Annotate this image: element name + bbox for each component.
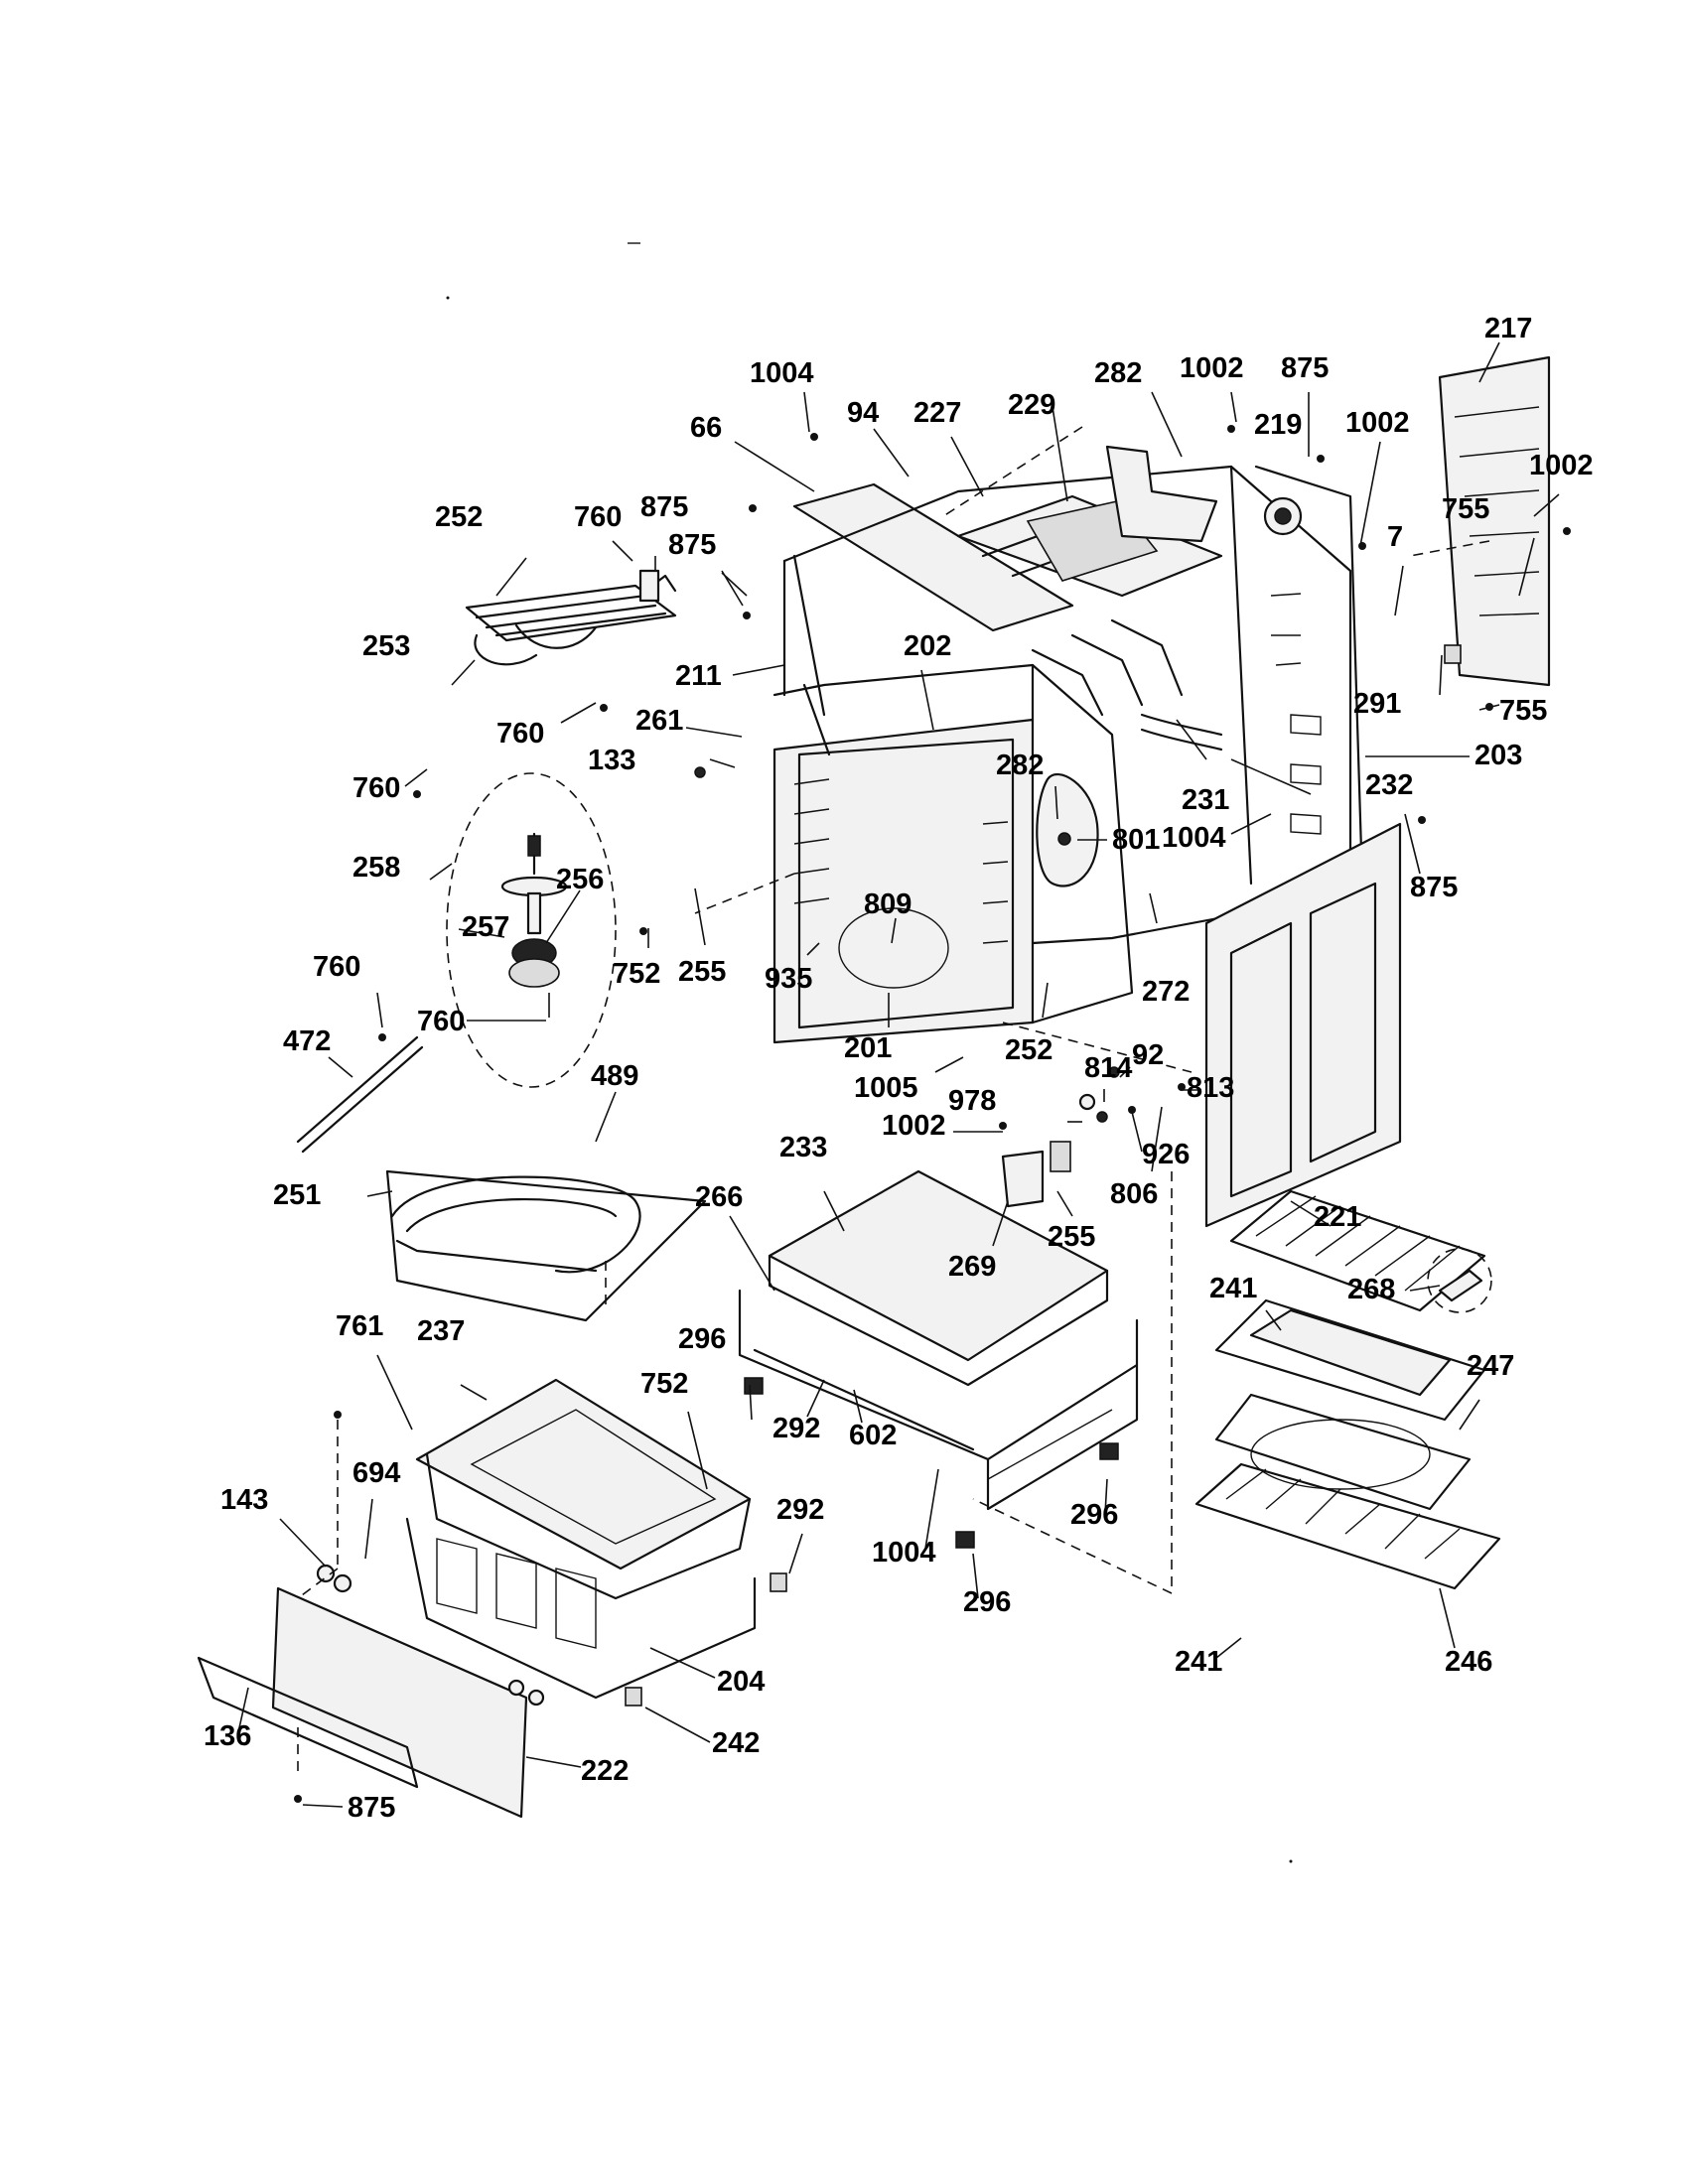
callout-217: 217: [1484, 313, 1532, 344]
callout-255: 255: [1048, 1221, 1095, 1253]
callout-219: 219: [1254, 409, 1302, 441]
callout-489: 489: [591, 1060, 638, 1092]
callout-760: 760: [352, 772, 400, 804]
callout-256: 256: [556, 864, 604, 895]
convection-fan-258: [500, 832, 568, 1018]
callout-1004: 1004: [1162, 822, 1226, 854]
callout-875: 875: [348, 1792, 395, 1824]
leader-lines: [237, 341, 1560, 1808]
callout-755: 755: [1442, 493, 1489, 525]
callout-752: 752: [613, 958, 660, 990]
callout-246: 246: [1445, 1646, 1492, 1678]
callout-926: 926: [1142, 1139, 1190, 1170]
callout-202: 202: [904, 630, 951, 662]
callout-760: 760: [496, 718, 544, 750]
callout-814: 814: [1084, 1052, 1132, 1084]
callout-266: 266: [695, 1181, 743, 1213]
oven-racks: [1194, 1189, 1501, 1590]
callout-269: 269: [948, 1251, 996, 1283]
callout-222: 222: [581, 1755, 629, 1787]
callout-247: 247: [1467, 1350, 1514, 1382]
callout-694: 694: [352, 1457, 400, 1489]
callout-1004: 1004: [872, 1537, 936, 1569]
callout-1002: 1002: [1180, 352, 1244, 384]
callout-602: 602: [849, 1420, 897, 1451]
callout-268: 268: [1347, 1274, 1395, 1305]
callout-255: 255: [678, 956, 726, 988]
fan-assembly-outline: [446, 772, 617, 1088]
callout-241: 241: [1175, 1646, 1222, 1678]
callout-272: 272: [1142, 976, 1190, 1008]
callout-242: 242: [712, 1727, 760, 1759]
callout-935: 935: [765, 963, 812, 995]
callout-875: 875: [1281, 352, 1329, 384]
callout-136: 136: [204, 1720, 251, 1752]
callout-7: 7: [1387, 521, 1403, 553]
callout-813: 813: [1187, 1072, 1234, 1104]
callout-292: 292: [772, 1413, 820, 1444]
callout-253: 253: [362, 630, 410, 662]
callout-296: 296: [1070, 1499, 1118, 1531]
callout-227: 227: [913, 397, 961, 429]
assembly-lines: [297, 426, 1490, 1777]
callout-221: 221: [1314, 1201, 1361, 1233]
fasteners: [294, 425, 1571, 1803]
callout-875: 875: [668, 529, 716, 561]
callout-211: 211: [675, 660, 722, 692]
callout-258: 258: [352, 852, 400, 884]
callout-875: 875: [640, 491, 688, 523]
callout-252: 252: [1005, 1034, 1052, 1066]
callout-806: 806: [1110, 1178, 1158, 1210]
callout-755: 755: [1499, 695, 1547, 727]
callout-292: 292: [776, 1494, 824, 1526]
callout-801: 801: [1112, 824, 1160, 856]
storage-drawer: [197, 1378, 787, 1819]
callout-241: 241: [1209, 1273, 1257, 1304]
broil-element-252: [465, 556, 677, 666]
callout-760: 760: [417, 1006, 465, 1037]
callout-761: 761: [336, 1310, 383, 1342]
callout-66: 66: [690, 412, 722, 444]
callout-232: 232: [1365, 769, 1413, 801]
callout-875: 875: [1410, 872, 1458, 903]
callout-296: 296: [963, 1586, 1011, 1618]
callout-92: 92: [1132, 1039, 1164, 1071]
callout-252: 252: [435, 501, 483, 533]
callout-133: 133: [588, 745, 635, 776]
callout-809: 809: [864, 888, 912, 920]
callout-752: 752: [640, 1368, 688, 1400]
callout-282: 282: [996, 750, 1044, 781]
callout-231: 231: [1182, 784, 1229, 816]
callout-201: 201: [844, 1032, 892, 1064]
callout-760: 760: [313, 951, 360, 983]
callout-94: 94: [847, 397, 879, 429]
callout-143: 143: [220, 1484, 268, 1516]
callout-472: 472: [283, 1025, 331, 1057]
callout-291: 291: [1353, 688, 1401, 720]
callout-1002: 1002: [1529, 450, 1594, 481]
oven-cabinet: [772, 355, 1551, 1228]
callout-1004: 1004: [750, 357, 814, 389]
callout-760: 760: [574, 501, 622, 533]
callout-257: 257: [462, 911, 509, 943]
callout-1002: 1002: [882, 1110, 946, 1142]
callout-229: 229: [1008, 389, 1055, 421]
callout-296: 296: [678, 1323, 726, 1355]
callout-978: 978: [948, 1085, 996, 1117]
callout-251: 251: [273, 1179, 321, 1211]
callout-237: 237: [417, 1315, 465, 1347]
callout-1005: 1005: [854, 1072, 918, 1104]
callout-203: 203: [1474, 740, 1522, 771]
callout-204: 204: [717, 1666, 765, 1698]
bake-element-489: [296, 1035, 707, 1322]
callout-282: 282: [1094, 357, 1142, 389]
callout-261: 261: [635, 705, 683, 737]
lower-frame: [738, 1169, 1139, 1549]
callout-233: 233: [779, 1132, 827, 1163]
callout-1002: 1002: [1345, 407, 1410, 439]
callouts: 217 1002 875 282 229 227 94 1004 66 219 …: [204, 313, 1594, 1824]
